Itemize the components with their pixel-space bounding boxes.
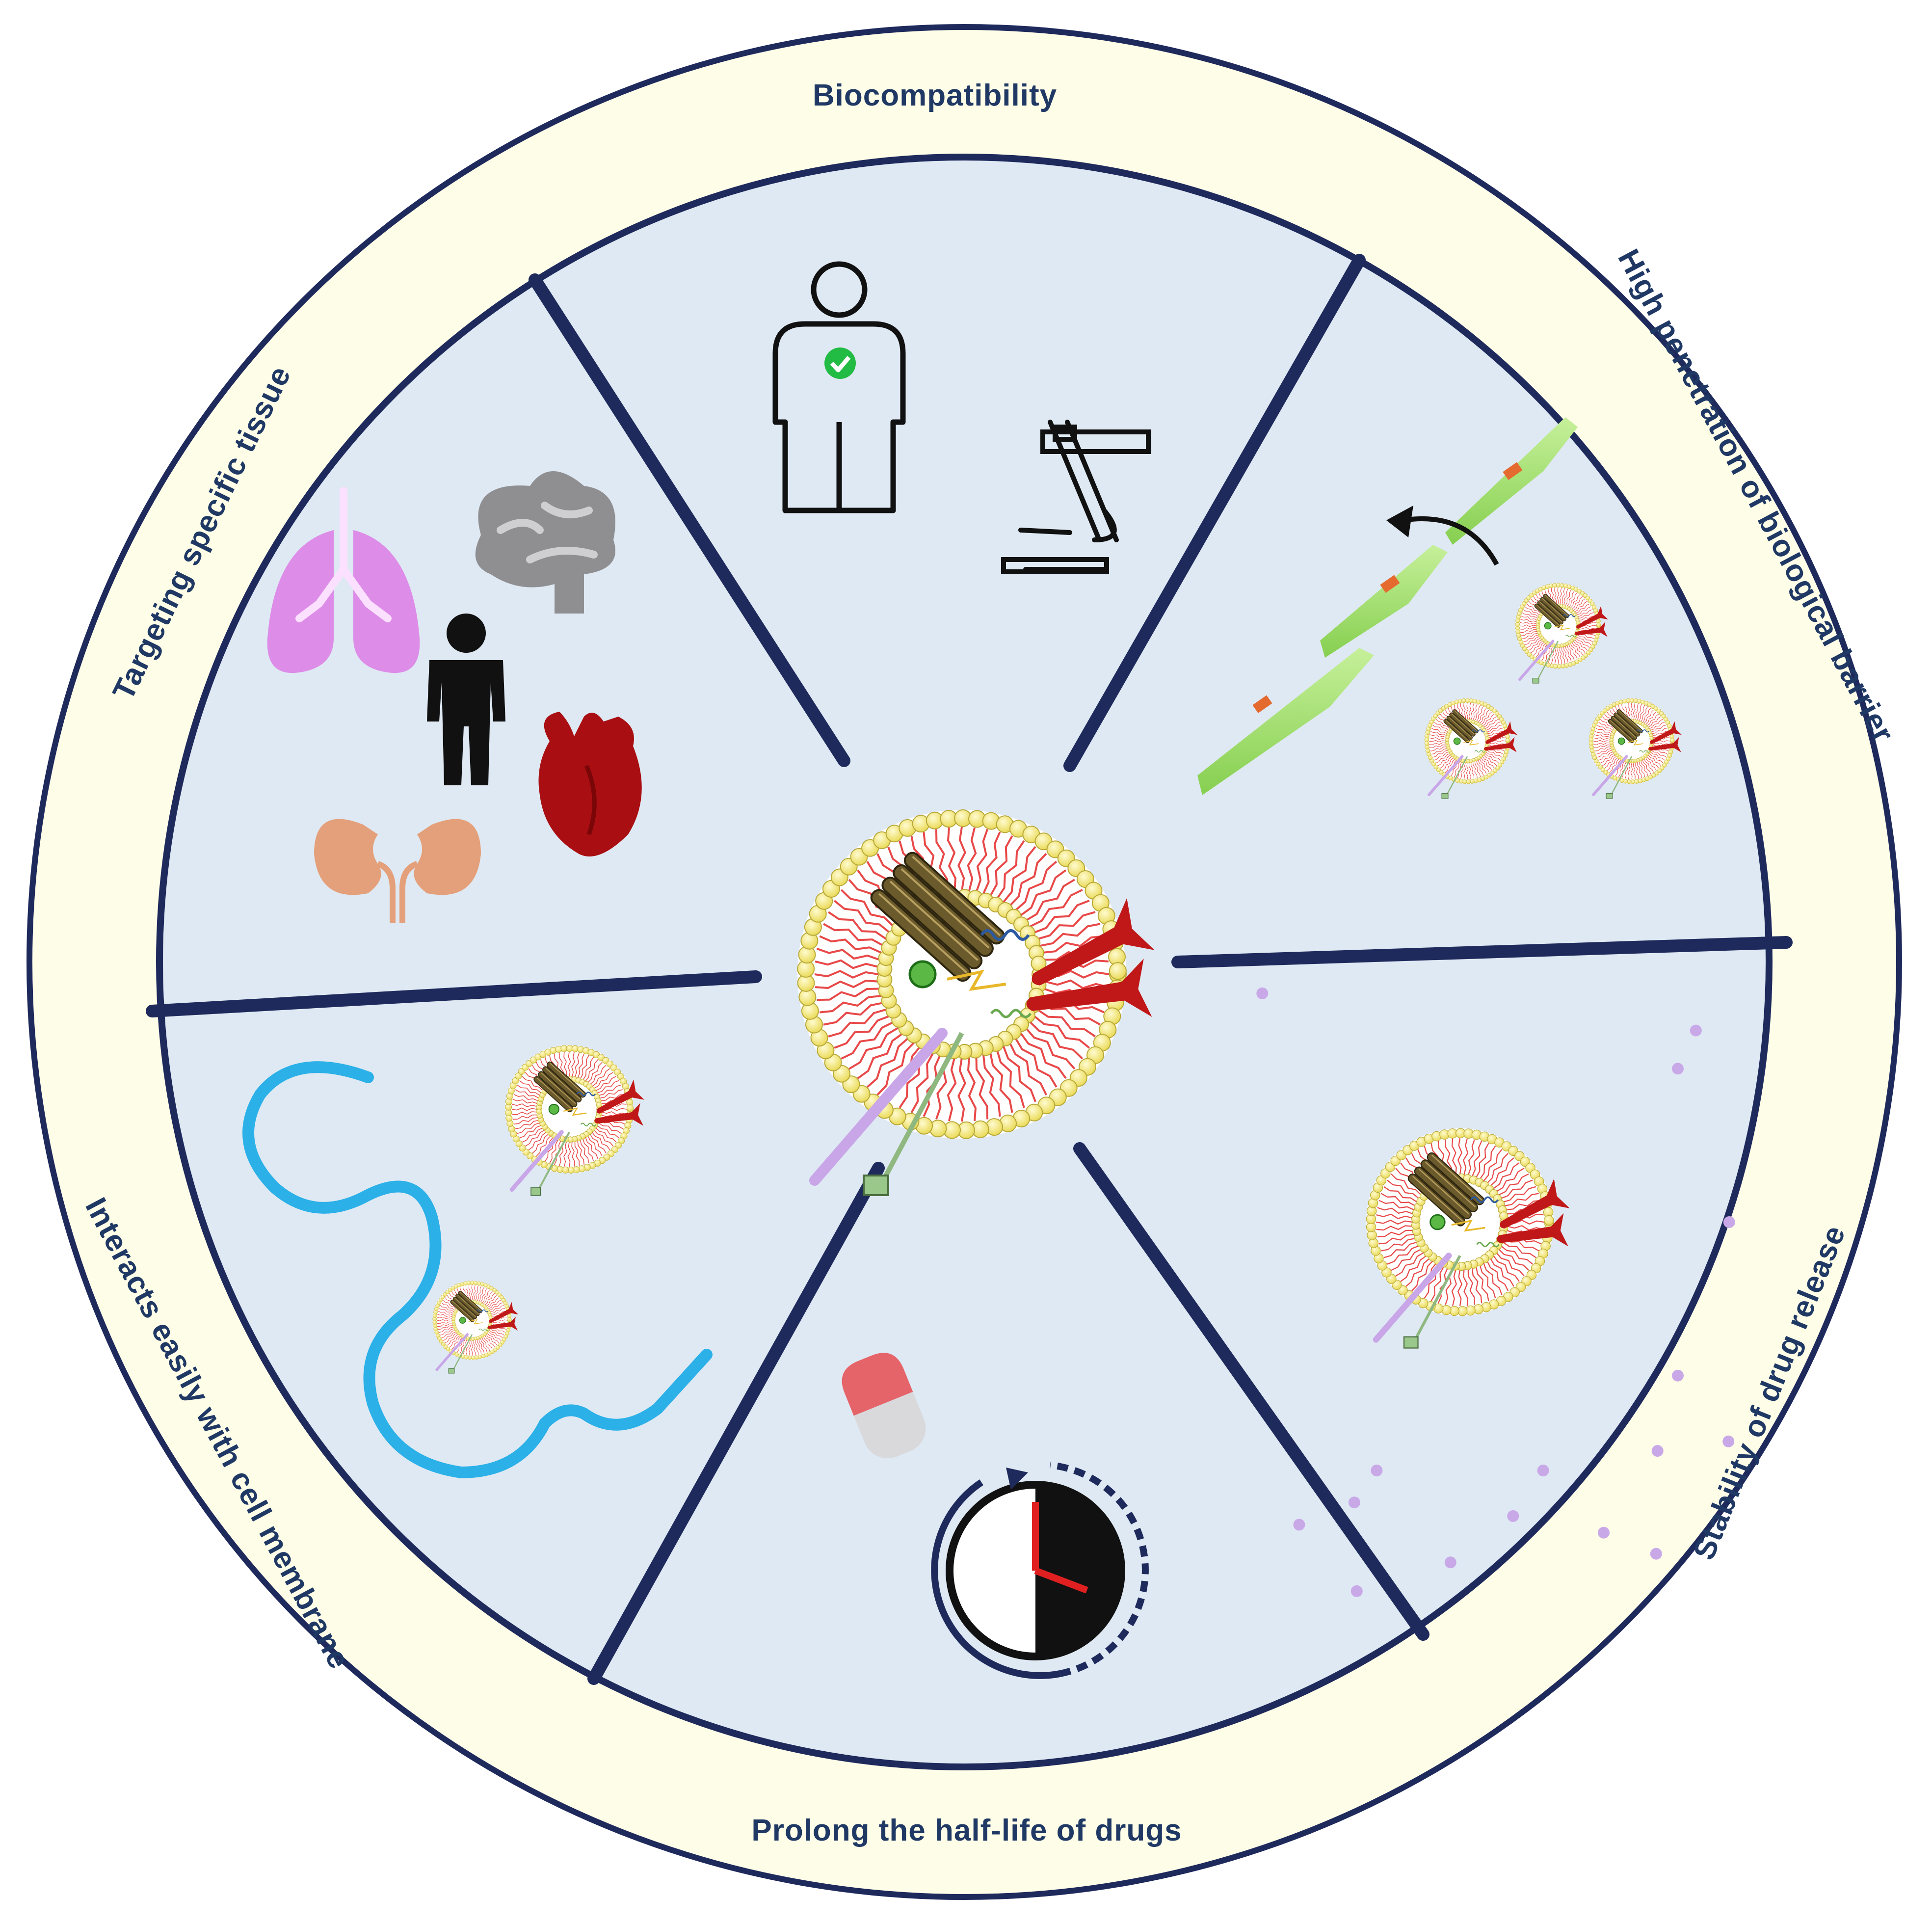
segment-dividers [146,254,1793,1685]
drug-release-dots [1256,987,1735,1597]
clock-icon [931,1462,1149,1679]
person-icon [427,614,505,785]
central-liposome [797,809,1155,1196]
barrier-liposome-1 [1515,583,1609,684]
kidneys-icon [314,819,481,923]
human-check-icon [772,261,906,513]
microscope-icon [1001,420,1151,574]
label-biocompatibility: Biocompatibility [813,79,1057,112]
label-prolong-half-life: Prolong the half-life of drugs [751,1814,1182,1847]
lungs-icon [267,487,420,673]
release-liposome [1366,1128,1570,1349]
barrier-liposome-2 [1424,698,1518,799]
barrier-cells [1197,417,1578,795]
membrane-liposome-1 [505,1044,645,1196]
heart-icon [538,712,642,856]
barrier-liposome-3 [1588,698,1682,799]
cell-membrane-strand [242,1061,713,1479]
brain-icon [475,471,615,614]
capsule-icon [842,1353,926,1459]
membrane-liposome-2 [432,1281,519,1374]
